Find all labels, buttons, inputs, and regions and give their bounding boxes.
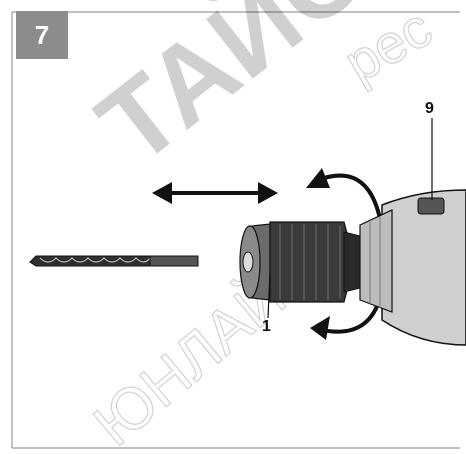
- figure-frame: [11, 11, 460, 449]
- callout-label-9: 9: [425, 100, 434, 117]
- drill-body: [359, 189, 466, 346]
- leader-lines: [267, 118, 433, 319]
- keyless-chuck: [239, 221, 361, 303]
- figure-number-badge: 7: [16, 11, 68, 59]
- callout-label-1: 1: [262, 318, 271, 335]
- svg-text:ТАЙС: ТАЙС: [75, 0, 386, 188]
- push-pull-arrow: [152, 182, 278, 204]
- drill-bit: [29, 255, 199, 267]
